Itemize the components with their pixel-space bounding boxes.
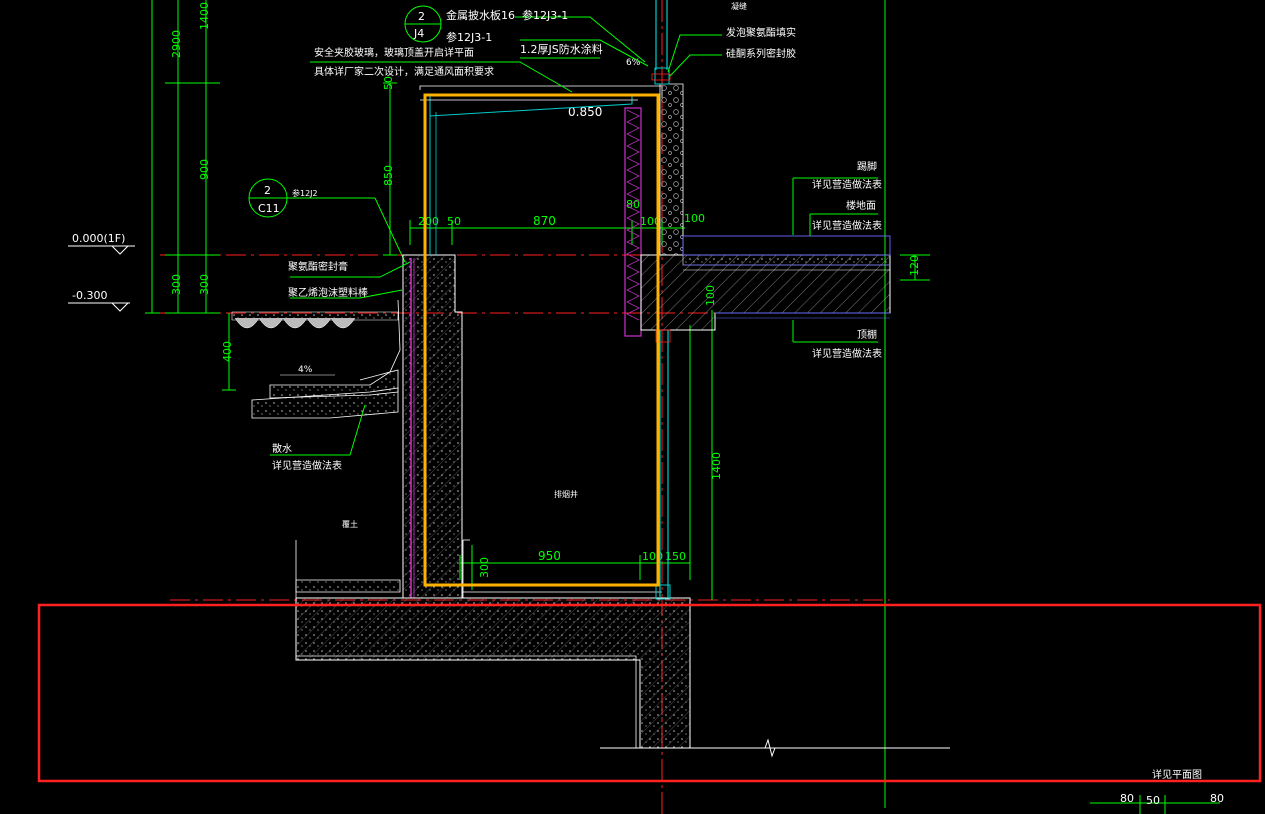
dim-150: 150 xyxy=(665,550,686,563)
label-see-finish-1: 详见营造做法表 xyxy=(272,459,342,472)
label-backfill: 覆土 xyxy=(342,519,358,529)
detail-callout-2-j4[interactable]: 2 J4 xyxy=(404,5,442,43)
dim-1400-top: 1400 xyxy=(198,2,211,30)
dim-300-c: 300 xyxy=(478,557,491,578)
dim-100-b: 100 xyxy=(684,212,705,225)
label-apron: 散水 xyxy=(272,442,292,455)
foundation-annotation-box[interactable] xyxy=(37,603,1262,783)
ground-section: 4% xyxy=(231,299,401,593)
label-see-finish-2: 详见营造做法表 xyxy=(812,178,882,191)
label-ref-12j2: 参12J2 xyxy=(292,188,318,198)
elevation-marker-0000: 0.000(1F) xyxy=(68,232,135,255)
slope-4-label: 4% xyxy=(298,365,313,375)
retaining-wall xyxy=(402,254,463,599)
dim-50: 50 xyxy=(447,215,461,228)
detail-callout-2-c11[interactable]: 2 C11 xyxy=(248,178,406,263)
label-silicone-seal: 硅酮系列密封胶 xyxy=(726,47,796,60)
dim-120: 120 xyxy=(908,255,921,276)
dim-900: 900 xyxy=(198,159,211,180)
leader-lines xyxy=(270,16,878,456)
dim-300-a: 300 xyxy=(170,274,183,295)
svg-text:-0.300: -0.300 xyxy=(72,289,107,302)
dim-1400: 1400 xyxy=(710,452,723,480)
annotations: 金属披水板16 参12J3-1 参12J3-1 安全夹胶玻璃，玻璃顶盖开启详平面… xyxy=(272,1,1202,781)
dim-100-a: 100 xyxy=(640,215,661,228)
dim-850: 850 xyxy=(382,165,395,186)
svg-text:2: 2 xyxy=(264,184,271,197)
svg-text:0.000(1F): 0.000(1F) xyxy=(72,232,125,245)
label-light-well: 排烟井 xyxy=(554,489,578,499)
dim-200: 200 xyxy=(418,215,439,228)
label-pu-sealant: 聚氨酯密封膏 xyxy=(288,260,348,273)
label-ceiling: 顶棚 xyxy=(857,328,877,341)
dim-950: 950 xyxy=(538,549,561,563)
foundation-slab xyxy=(295,539,950,758)
label-metal-flashing: 金属披水板16 xyxy=(446,8,515,22)
elevation-marker-0850: 0.850 xyxy=(568,105,602,119)
label-safety-glass: 安全夹胶玻璃，玻璃顶盖开启详平面 xyxy=(314,46,474,59)
label-see-finish-3: 详见营造做法表 xyxy=(812,219,882,232)
dim-80-bottom-left: 80 xyxy=(1120,792,1134,805)
label-ref-12j3-1a: 参12J3-1 xyxy=(522,8,568,22)
dim-50-top: 50 xyxy=(382,76,395,90)
label-baseboard: 踢脚 xyxy=(857,160,877,173)
label-see-finish-4: 详见营造做法表 xyxy=(812,347,882,360)
dim-300-b: 300 xyxy=(198,274,211,295)
dim-80-bottom-right: 80 xyxy=(1210,792,1224,805)
dim-870: 870 xyxy=(533,214,556,228)
label-top-note: 凝缝 xyxy=(731,1,747,11)
svg-text:2: 2 xyxy=(418,10,425,23)
slope-6-label: 6% xyxy=(626,58,641,68)
elevation-marker-m0300: -0.300 xyxy=(68,289,130,312)
svg-text:0.850: 0.850 xyxy=(568,105,602,119)
svg-text:J4: J4 xyxy=(413,27,424,40)
label-pe-foam-rod: 聚乙烯泡沫塑料棒 xyxy=(288,286,368,299)
label-see-plan: 详见平面图 xyxy=(1152,768,1202,781)
dim-400: 400 xyxy=(221,341,234,362)
left-dimensions xyxy=(145,0,713,600)
glass-wall xyxy=(651,0,671,600)
label-vendor-design: 具体详厂家二次设计，满足通风面积要求 xyxy=(314,65,494,78)
label-waterproof-coating: 1.2厚JS防水涂料 xyxy=(520,42,603,56)
interior-structure xyxy=(624,83,891,337)
label-floor-surface: 楼地面 xyxy=(846,199,876,212)
dim-2900: 2900 xyxy=(170,30,183,58)
dim-50-bottom: 50 xyxy=(1146,794,1160,807)
svg-text:C11: C11 xyxy=(258,202,280,215)
label-foam-fill: 发泡聚氨酯填实 xyxy=(726,26,796,39)
light-well-highlight-box[interactable] xyxy=(423,93,660,587)
label-ref-12j3-1b: 参12J3-1 xyxy=(446,30,492,44)
